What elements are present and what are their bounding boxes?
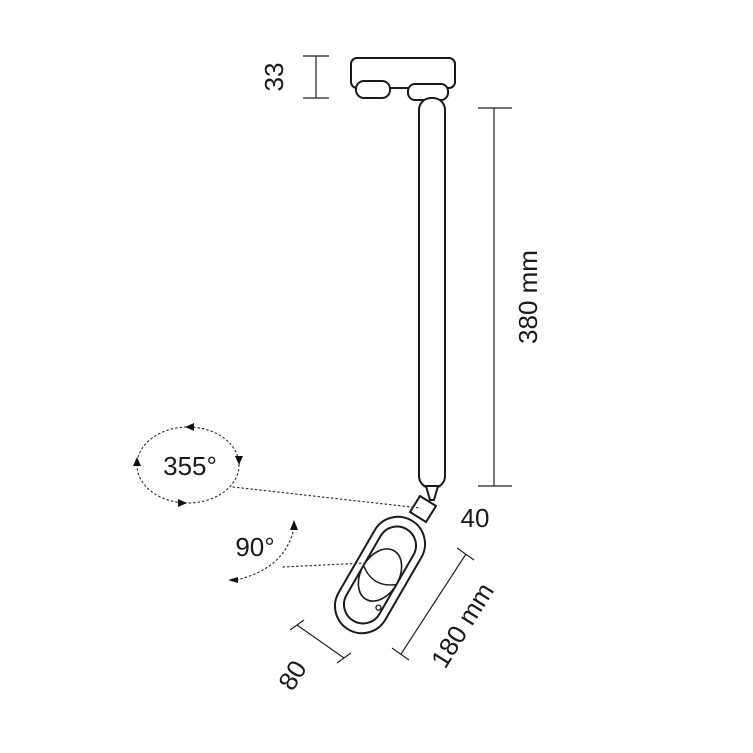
dimension-pole-length: 380 mm [478,107,543,487]
arrow-left-bottom-icon [178,499,187,507]
joint [408,485,440,524]
joint-dimension-label: 40 [461,503,490,533]
tilt-angle-label: 90° [235,532,274,562]
rotation-angle-label: 355° [163,451,217,481]
track-adapter [350,57,456,101]
arrow-left-icon [228,577,238,583]
arrow-right-top-icon [185,423,194,431]
arrow-down-right-icon [235,456,243,465]
pole-length-label: 380 mm [513,250,543,344]
arrow-up-icon [290,520,298,530]
rotation-indicator: 355° [133,423,421,509]
spotlight-head [334,515,426,635]
head-width-label: 80 [272,655,313,695]
arrow-up-left-icon [133,457,141,466]
tilt-indicator: 90° [228,520,366,583]
adapter-height-label: 33 [259,63,289,92]
head-length-label: 180 mm [425,577,500,673]
dimension-adapter-height: 33 [259,55,329,99]
pole [418,97,446,489]
dimension-head-width: 80 [272,619,352,695]
